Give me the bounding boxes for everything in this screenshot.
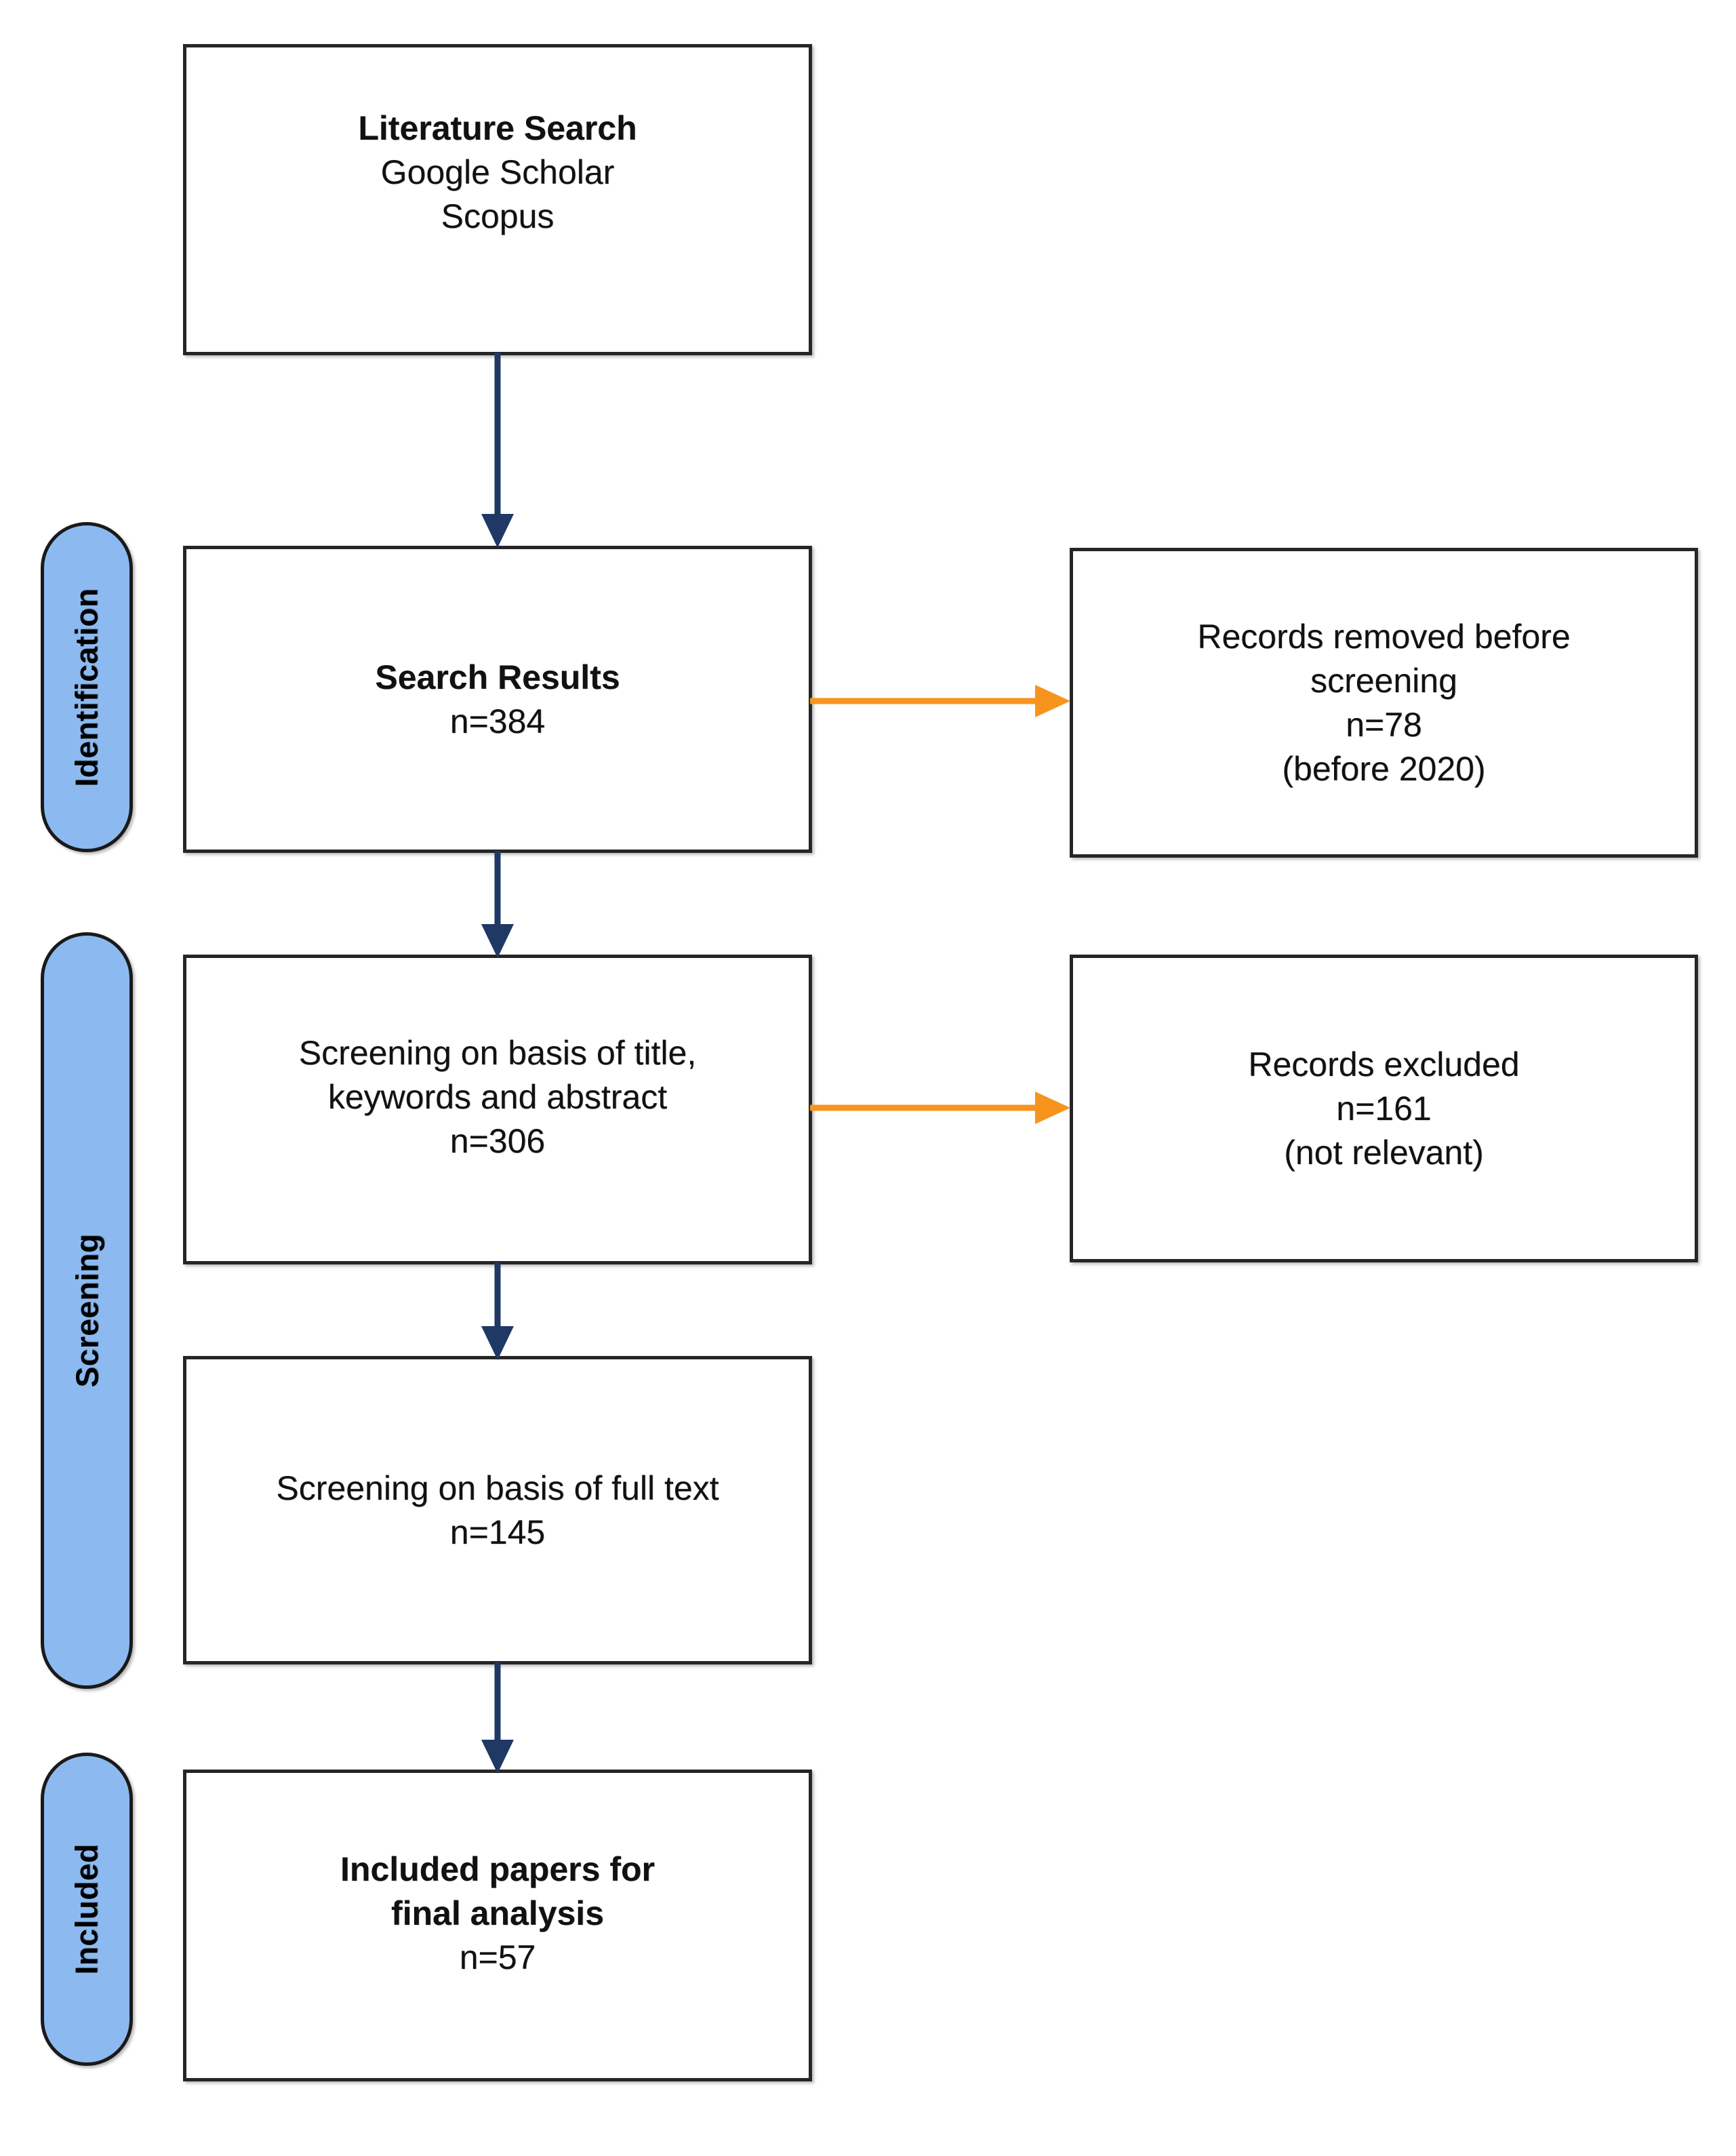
stage-label-screening: Screening [69, 1233, 105, 1388]
box-line: Records excluded [1248, 1045, 1520, 1083]
box-screening-full-text: Screening on basis of full text n=145 [183, 1356, 812, 1664]
box-line: n=57 [459, 1938, 536, 1976]
box-included-papers-text: Included papers for final analysis n=57 [186, 1848, 809, 1980]
box-line: Scopus [441, 197, 554, 235]
box-line: Literature Search [358, 109, 637, 147]
box-line: Included papers for [340, 1850, 655, 1888]
stage-label-included: Included [69, 1843, 104, 1975]
box-screening-full-text-text: Screening on basis of full text n=145 [186, 1466, 809, 1555]
box-line: screening [1310, 661, 1457, 700]
box-records-excluded-text: Records excluded n=161 (not relevant) [1073, 1043, 1695, 1175]
stage-pill-identification: Identification [41, 522, 133, 852]
arrow-screening-to-excluded [810, 1092, 1070, 1124]
box-line: n=384 [449, 702, 546, 740]
box-line: n=78 [1346, 705, 1422, 744]
arrow-results-to-removed [810, 685, 1070, 717]
box-records-removed-text: Records removed before screening n=78 (b… [1073, 615, 1695, 791]
box-line: n=145 [449, 1513, 546, 1551]
box-line: final analysis [390, 1894, 605, 1932]
box-literature-search: Literature Search Google Scholar Scopus [183, 44, 812, 355]
box-line: Search Results [375, 658, 620, 696]
box-screening-title-abstract-text: Screening on basis of title, keywords an… [186, 1031, 809, 1163]
box-line: Screening on basis of full text [276, 1469, 719, 1507]
stage-pill-screening: Screening [41, 932, 133, 1689]
box-line: Google Scholar [380, 153, 615, 191]
box-line: keywords and abstract [327, 1078, 668, 1116]
box-search-results: Search Results n=384 [183, 546, 812, 853]
arrow-fulltext-to-included [481, 1662, 514, 1774]
box-line: Records removed before [1197, 617, 1571, 656]
arrow-search-to-results [481, 353, 514, 548]
box-records-excluded: Records excluded n=161 (not relevant) [1070, 955, 1698, 1262]
arrow-results-to-screening [481, 851, 514, 958]
box-line: n=306 [449, 1122, 546, 1160]
box-included-papers: Included papers for final analysis n=57 [183, 1770, 812, 2081]
box-line: Screening on basis of title, [298, 1034, 697, 1072]
box-literature-search-text: Literature Search Google Scholar Scopus [186, 106, 809, 239]
stage-label-identification: Identification [69, 587, 105, 787]
box-line: n=161 [1336, 1089, 1432, 1127]
stage-pill-included: Included [41, 1753, 133, 2066]
box-line: (before 2020) [1282, 749, 1486, 788]
arrow-screening-to-fulltext [481, 1262, 514, 1360]
box-records-removed: Records removed before screening n=78 (b… [1070, 548, 1698, 858]
box-search-results-text: Search Results n=384 [186, 656, 809, 744]
box-screening-title-abstract: Screening on basis of title, keywords an… [183, 955, 812, 1264]
box-line: (not relevant) [1284, 1133, 1484, 1172]
